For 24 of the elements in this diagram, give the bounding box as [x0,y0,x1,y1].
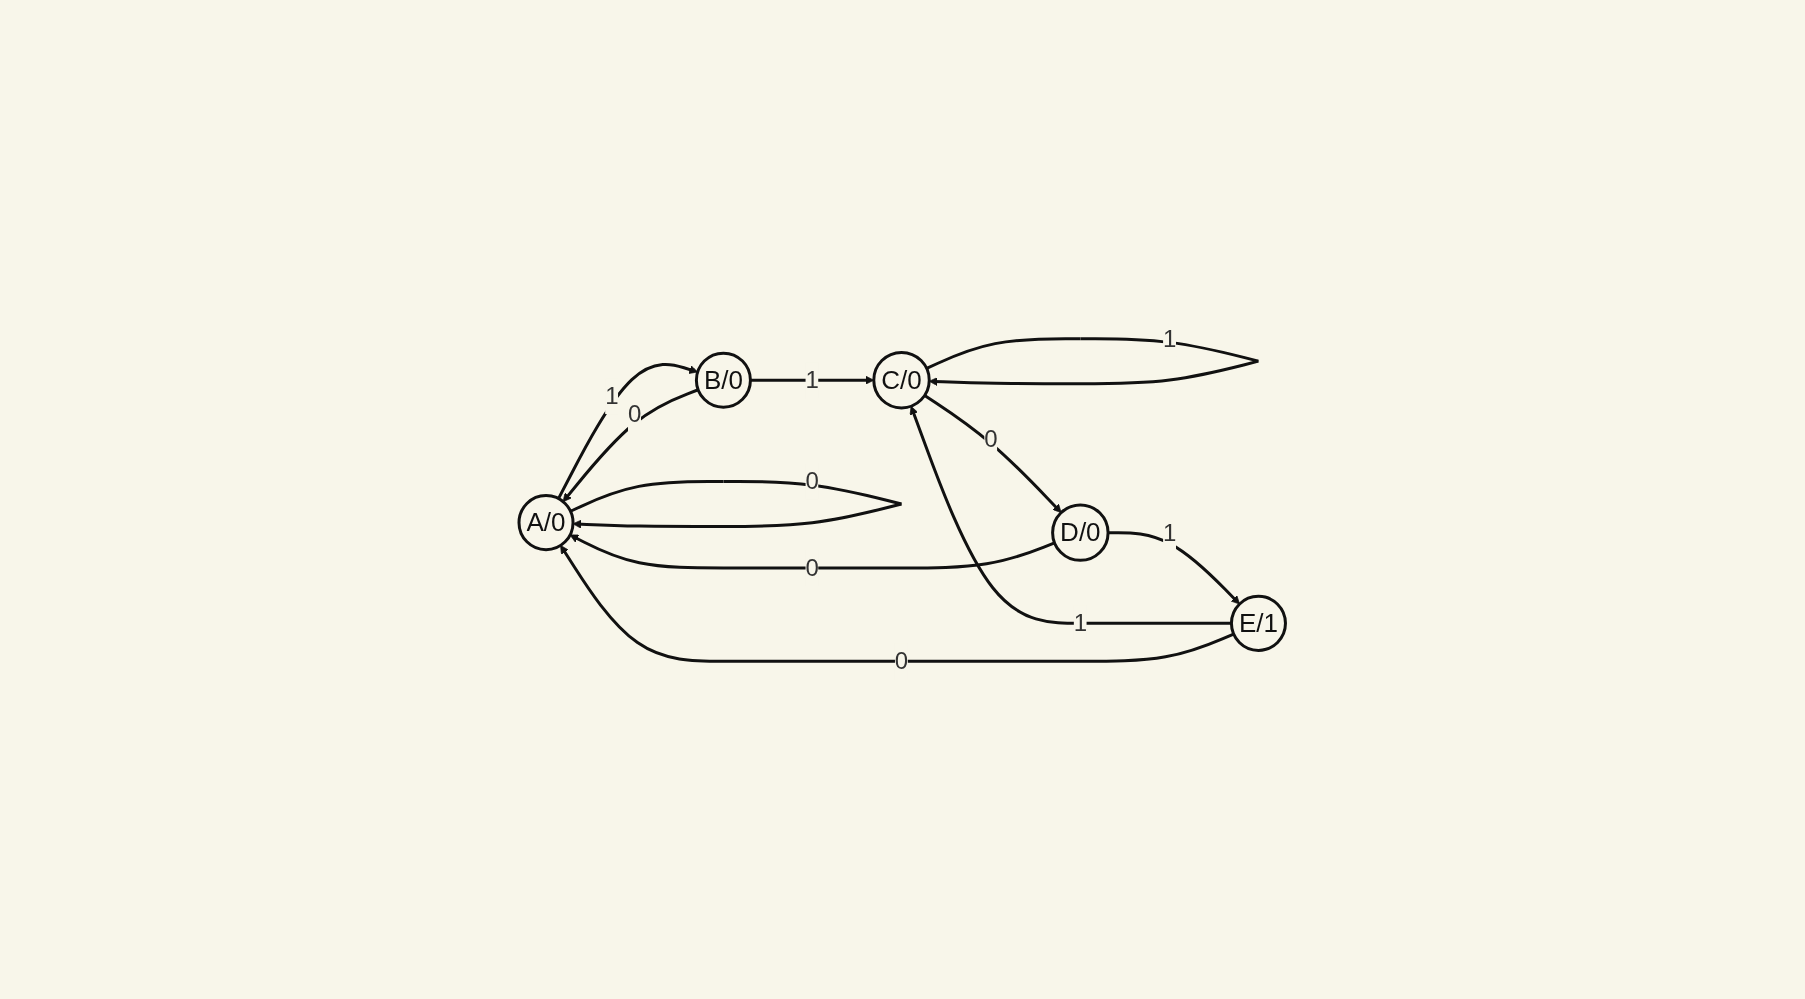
edge-label: 0 [805,553,820,581]
edge-label: 0 [628,399,642,427]
arrow [560,544,1235,663]
node-circle: D/0 [1051,502,1110,562]
node-circle: A/0 [517,493,575,551]
edge-label: 0 [805,466,820,494]
arrow [1108,530,1241,604]
edge-label: 1 [1163,518,1177,546]
arrow [926,336,1260,386]
arrow [557,362,699,499]
edge-label: 0 [984,424,998,452]
arrow [562,387,699,502]
node-circle: E/1 [1230,594,1288,652]
arrow [750,375,875,385]
edge-label: 1 [805,365,820,393]
edge-label: 0 [895,646,909,674]
arrow [924,393,1062,513]
node-circle: B/0 [695,351,753,409]
arrow [569,534,1056,569]
node-circle: C/0 [872,350,931,409]
arrow [909,405,1232,625]
edge-label: 1 [1073,608,1088,636]
edge-label: 1 [1163,324,1177,352]
edge-label: 1 [605,381,619,409]
